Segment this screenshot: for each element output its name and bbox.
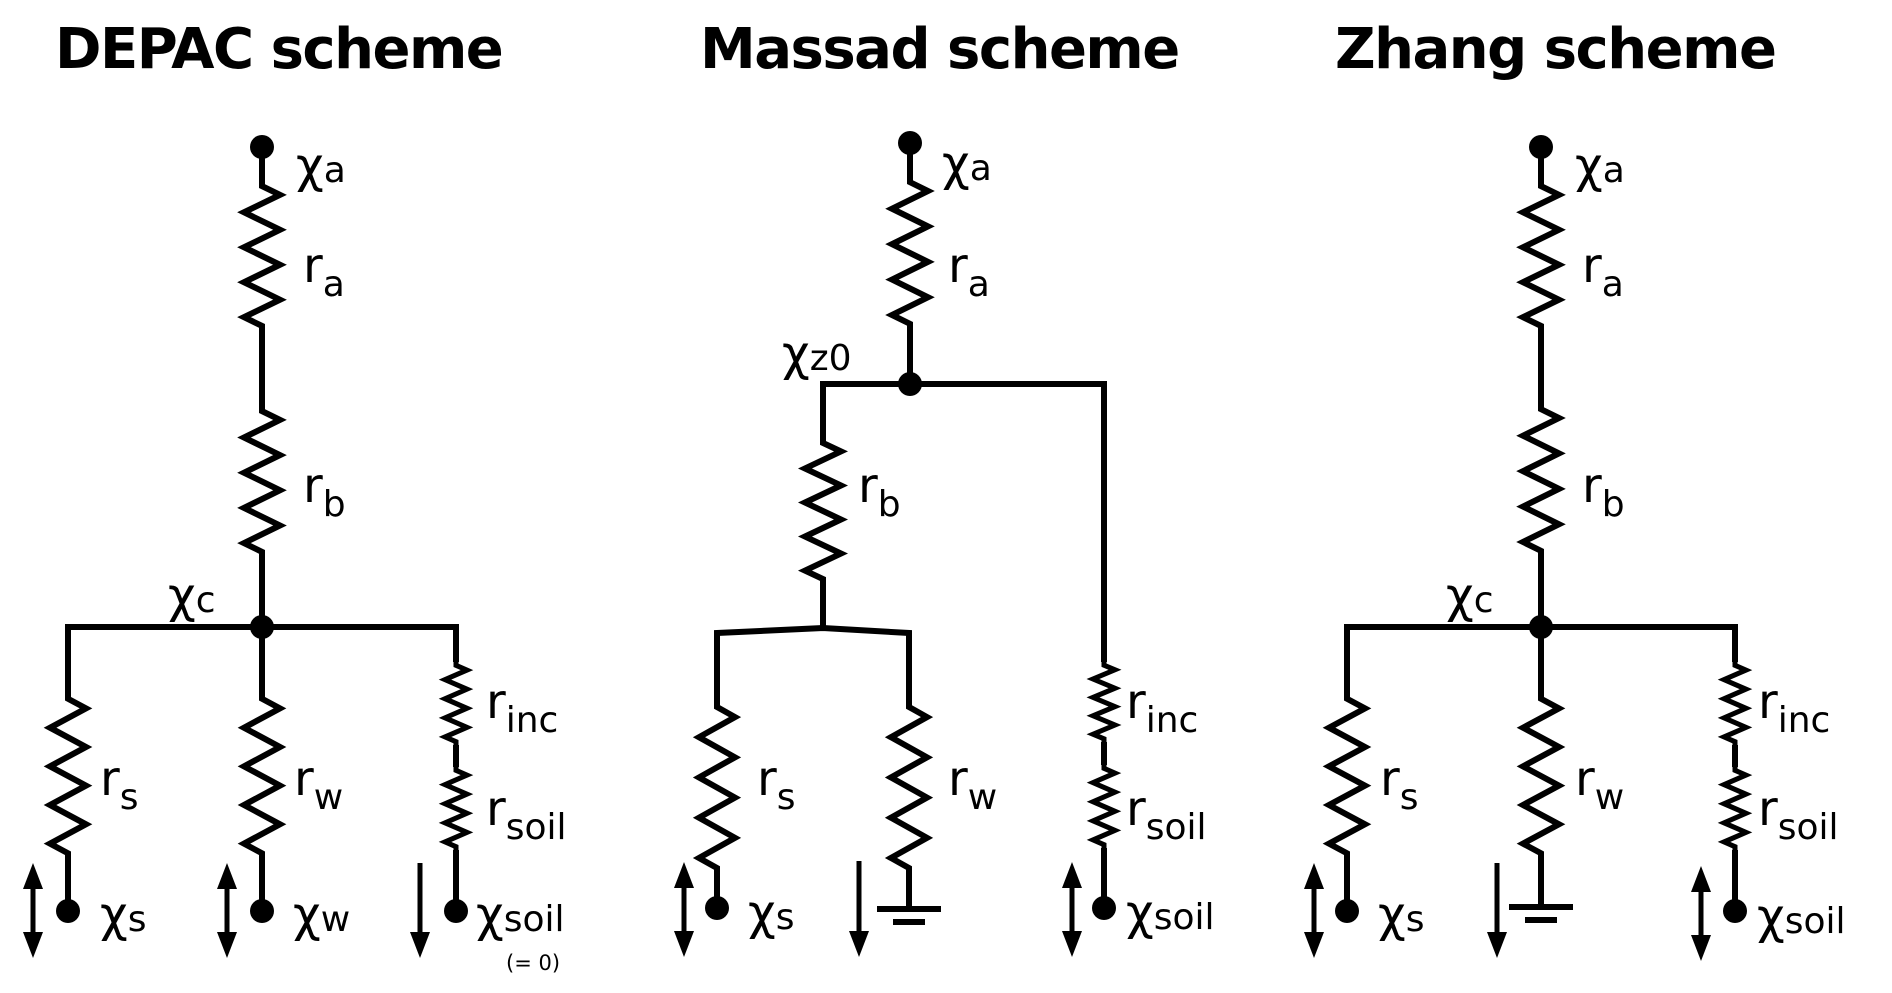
depac-resistor-r-a xyxy=(237,180,287,332)
depac-arrow-water-head-down xyxy=(217,932,237,958)
depac-label-chi-soil: χsoil xyxy=(476,887,565,943)
zhang-arrow-soil-head-up xyxy=(1691,866,1711,892)
depac-resistor-r-b xyxy=(237,405,287,558)
massad-label-chi-a: χa xyxy=(942,136,992,192)
massad-label-chi-z0: χz0 xyxy=(782,326,852,382)
massad-scheme: χa ra χz0 rb rs rw rinc rsoil χs χsoil xyxy=(748,136,1215,941)
zhang-resistor-r-w xyxy=(1516,692,1566,860)
zhang-label-chi-s: χs xyxy=(1378,887,1425,943)
zhang-label-chi-c: χc xyxy=(1446,568,1494,624)
depac-label-r-soil: rsoil xyxy=(486,781,567,848)
massad-label-chi-soil: χsoil xyxy=(1126,885,1215,941)
zhang-label-r-soil: rsoil xyxy=(1758,781,1839,848)
zhang-resistor-r-soil xyxy=(1717,767,1753,850)
zhang-label-r-inc: rinc xyxy=(1758,674,1830,741)
massad-label-r-s: rs xyxy=(757,751,796,818)
massad-resistor-r-b xyxy=(797,437,849,585)
zhang-resistor-r-s xyxy=(1322,692,1372,860)
depac-label-chi-w: χw xyxy=(293,887,350,943)
depac-label-chi-s: χs xyxy=(100,887,147,943)
massad-resistor-r-soil xyxy=(1086,765,1122,848)
massad-node-chi-z0 xyxy=(898,372,922,396)
massad-label-r-a: ra xyxy=(948,238,990,305)
zhang-resistor-r-inc xyxy=(1717,662,1753,745)
massad-bar-lower xyxy=(714,624,912,700)
depac-label-r-inc: rinc xyxy=(486,674,558,741)
depac-label-chi-c: χc xyxy=(168,568,216,624)
title-zhang: Zhang scheme xyxy=(1335,17,1775,82)
depac-arrow-stomata-head-down xyxy=(23,932,43,958)
massad-resistor-r-s xyxy=(692,700,742,875)
circuit-lines xyxy=(23,131,1753,961)
massad-resistor-r-w xyxy=(884,700,934,875)
depac-arrow-soil-head xyxy=(410,932,430,958)
depac-label-chi-a: χa xyxy=(296,138,346,194)
zhang-arrow-stomata-head-down xyxy=(1304,932,1324,958)
zhang-label-r-a: ra xyxy=(1582,238,1624,305)
massad-label-r-b: rb xyxy=(858,458,901,525)
zhang-arrow-soil-head-down xyxy=(1691,935,1711,961)
depac-label-r-s: rs xyxy=(100,751,139,818)
zhang-arrow-water-head xyxy=(1487,932,1507,958)
zhang-resistor-r-b xyxy=(1516,403,1566,557)
depac-resistor-r-s xyxy=(43,692,93,860)
depac-label-r-w: rw xyxy=(294,751,343,818)
title-massad: Massad scheme xyxy=(700,17,1179,82)
massad-node-chi-s xyxy=(705,896,729,920)
massad-resistor-r-a xyxy=(885,176,935,330)
zhang-label-chi-soil: χsoil xyxy=(1757,889,1846,945)
depac-label-r-b: rb xyxy=(303,458,346,525)
massad-arrow-stomata-head-down xyxy=(674,931,694,957)
depac-chi-soil-note: (= 0) xyxy=(506,951,560,975)
massad-node-chi-soil xyxy=(1092,896,1116,920)
depac-resistor-r-inc xyxy=(438,662,474,745)
zhang-node-chi-s xyxy=(1335,899,1359,923)
depac-node-chi-s xyxy=(56,899,80,923)
depac-scheme: χa ra rb χc rs rw rinc rsoil χs χw χsoil… xyxy=(100,138,567,975)
zhang-label-r-s: rs xyxy=(1380,751,1419,818)
title-depac: DEPAC scheme xyxy=(55,17,502,82)
depac-arrow-stomata-head-up xyxy=(23,863,43,889)
zhang-label-r-b: rb xyxy=(1582,458,1625,525)
depac-node-chi-soil xyxy=(444,899,468,923)
massad-resistor-r-inc xyxy=(1086,662,1122,742)
zhang-node-chi-soil xyxy=(1723,899,1747,923)
depac-arrow-water-head-up xyxy=(217,863,237,889)
massad-arrow-soil-head-up xyxy=(1062,862,1082,888)
zhang-resistor-r-a xyxy=(1516,180,1566,332)
depac-node-chi-w xyxy=(250,899,274,923)
zhang-arrow-stomata-head-up xyxy=(1304,863,1324,889)
zhang-scheme: χa ra rb χc rs rw rinc rsoil χs χsoil xyxy=(1378,138,1846,945)
depac-resistor-r-w xyxy=(237,692,287,860)
depac-label-r-a: ra xyxy=(303,238,345,305)
massad-label-r-soil: rsoil xyxy=(1126,781,1207,848)
massad-label-r-inc: rinc xyxy=(1126,674,1198,741)
massad-arrow-water-head xyxy=(849,931,869,957)
massad-arrow-stomata-head-up xyxy=(674,862,694,888)
massad-bar-z0 xyxy=(820,381,1107,662)
massad-label-chi-s: χs xyxy=(748,885,795,941)
zhang-label-r-w: rw xyxy=(1575,751,1624,818)
massad-label-r-w: rw xyxy=(948,751,997,818)
zhang-label-chi-a: χa xyxy=(1575,138,1625,194)
depac-resistor-r-soil xyxy=(438,767,474,850)
massad-arrow-soil-head-down xyxy=(1062,931,1082,957)
